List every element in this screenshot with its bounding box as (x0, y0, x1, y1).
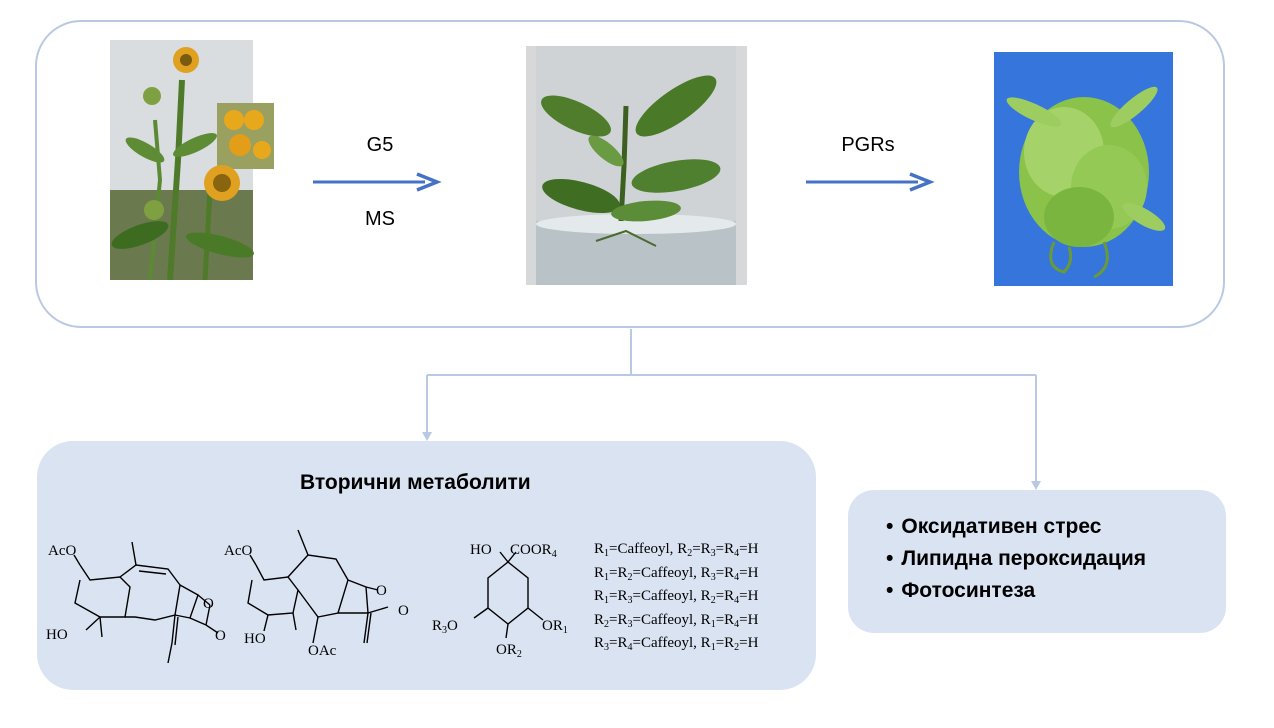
arrow1-top-label: G5 (366, 134, 394, 156)
svg-text:HO: HO (46, 627, 68, 643)
substituent-row: R1=R2=Caffeoyl, R3=R4=H (594, 564, 759, 583)
substituent-row: R1=Caffeoyl, R2=R3=R4=H (594, 541, 759, 559)
substituent-row: R2=R3=Caffeoyl, R1=R4=H (594, 611, 759, 630)
field-plant-photo (110, 40, 274, 280)
in-vitro-culture-photo (526, 46, 747, 285)
metabolites-title: Вторични метаболити (300, 471, 531, 494)
svg-text:O: O (376, 583, 387, 599)
sesquiterpene-lactone-structure-1: AcO O O HO (46, 541, 226, 664)
effects-list: Оксидативен стрес Липидна пероксидация Ф… (886, 511, 1146, 607)
arrow-right-icon (806, 172, 935, 192)
svg-text:AcO: AcO (224, 543, 252, 559)
svg-text:COOR4: COOR4 (510, 542, 557, 560)
substituent-row: R3=R4=Caffeoyl, R1=R2=H (594, 635, 759, 653)
svg-text:HO: HO (470, 542, 492, 558)
svg-text:HO: HO (244, 631, 266, 647)
arrow1-bottom-label: MS (365, 208, 395, 230)
svg-text:R3O: R3O (432, 618, 458, 636)
svg-text:O: O (398, 603, 409, 619)
svg-text:OR1: OR1 (542, 618, 568, 636)
arrow-right-icon (313, 172, 442, 192)
secondary-metabolites-panel (37, 441, 816, 690)
effect-item: Оксидативен стрес (886, 511, 1146, 543)
svg-text:AcO: AcO (48, 543, 76, 559)
svg-text:O: O (215, 628, 226, 644)
svg-text:O: O (203, 596, 214, 612)
effect-item: Липидна пероксидация (886, 543, 1146, 575)
shoot-culture-photo (994, 52, 1173, 286)
svg-text:OR2: OR2 (496, 642, 522, 660)
arrow2-top-label: PGRs (841, 134, 895, 156)
substituent-list: R1=Caffeoyl, R2=R3=R4=H R1=R2=Caffeoyl, … (594, 538, 758, 656)
svg-text:OAc: OAc (308, 643, 337, 659)
caffeoylquinic-acid-structure: HO COOR4 R3O OR1 OR2 (432, 542, 568, 660)
substituent-row: R1=R3=Caffeoyl, R2=R4=H (594, 588, 759, 606)
effect-item: Фотосинтеза (886, 575, 1146, 607)
sesquiterpene-lactone-structure-2: AcO O O HO OAc (224, 529, 409, 659)
